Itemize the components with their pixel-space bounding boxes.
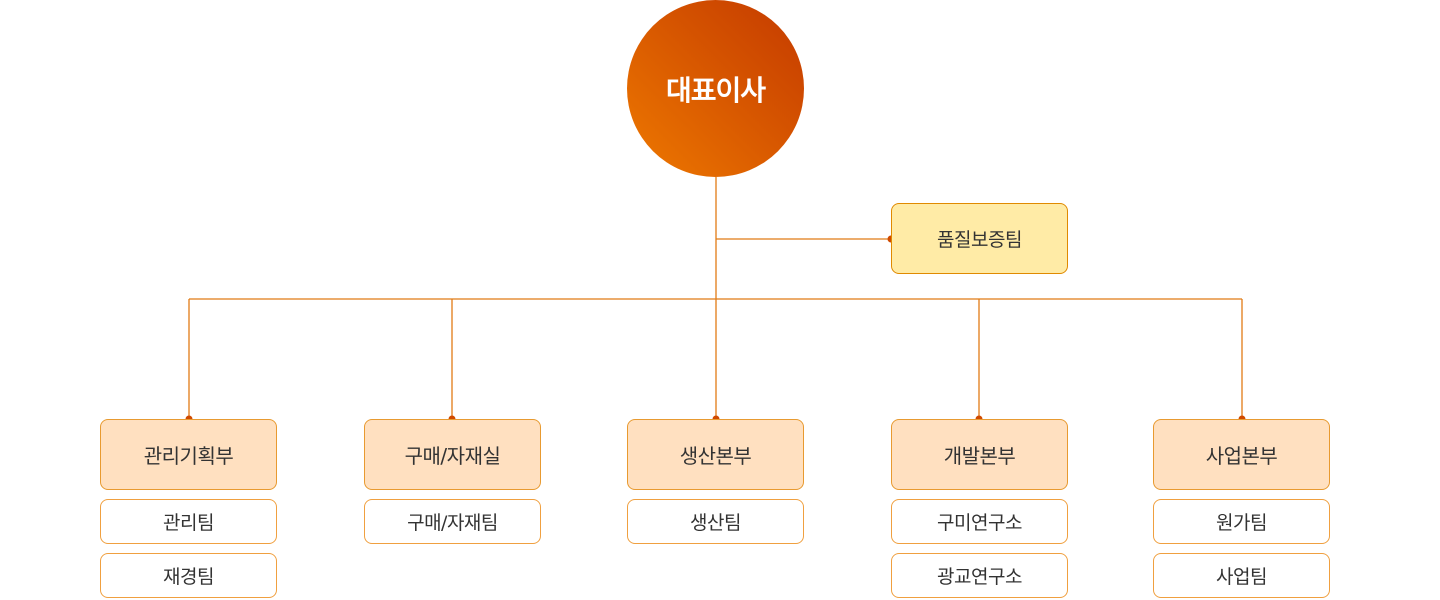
qa-team-label: 품질보증팀 — [937, 229, 1022, 251]
dept-label: 구매/자재실 — [404, 444, 501, 468]
dept-label: 관리기획부 — [143, 444, 234, 468]
dept-label: 개발본부 — [943, 444, 1016, 468]
team-label: 원가팀 — [1216, 512, 1267, 534]
team-node: 구매/자재팀 — [364, 499, 541, 544]
team-node: 광교연구소 — [891, 553, 1068, 598]
qa-team-node: 품질보증팀 — [891, 203, 1068, 274]
team-label: 관리팀 — [163, 512, 214, 534]
team-node: 구미연구소 — [891, 499, 1068, 544]
dept-node-business: 사업본부 — [1153, 419, 1330, 490]
team-label: 생산팀 — [690, 512, 741, 534]
dept-node-production: 생산본부 — [627, 419, 804, 490]
team-label: 구미연구소 — [937, 512, 1022, 534]
dept-label: 생산본부 — [679, 444, 752, 468]
dept-node-admin-planning: 관리기획부 — [100, 419, 277, 490]
team-node: 재경팀 — [100, 553, 277, 598]
ceo-node: 대표이사 — [627, 0, 804, 177]
team-label: 사업팀 — [1216, 566, 1267, 588]
team-node: 원가팀 — [1153, 499, 1330, 544]
dept-node-development: 개발본부 — [891, 419, 1068, 490]
team-node: 사업팀 — [1153, 553, 1330, 598]
team-label: 광교연구소 — [937, 566, 1022, 588]
dept-node-purchasing: 구매/자재실 — [364, 419, 541, 490]
team-node: 생산팀 — [627, 499, 804, 544]
dept-label: 사업본부 — [1205, 444, 1278, 468]
team-label: 구매/자재팀 — [407, 512, 498, 534]
team-label: 재경팀 — [163, 566, 214, 588]
team-node: 관리팀 — [100, 499, 277, 544]
ceo-label: 대표이사 — [665, 73, 766, 107]
